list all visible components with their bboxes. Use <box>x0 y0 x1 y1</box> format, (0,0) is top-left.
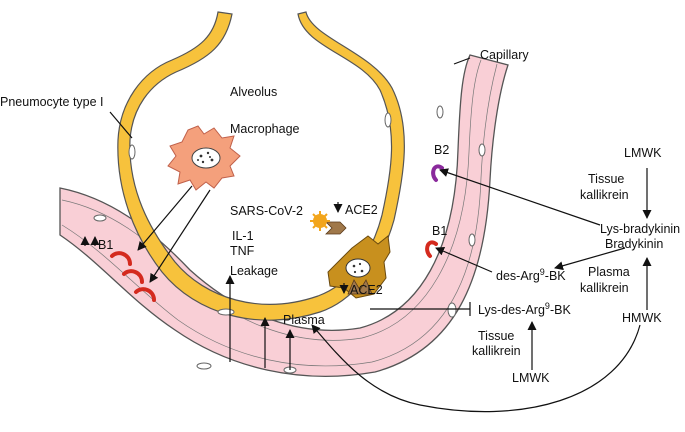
label-b1-right: B1 <box>432 224 447 238</box>
label-tissue-kallikrein-bottom-2: kallikrein <box>472 344 521 358</box>
infected-cell-chromatin <box>352 262 364 274</box>
desargbk-to-b1-arrow <box>435 247 493 273</box>
b2-receptor <box>431 164 444 182</box>
label-il1: IL-1 <box>232 229 254 243</box>
label-hmwk: HMWK <box>622 311 662 325</box>
label-capillary: Capillary <box>480 48 529 62</box>
ace2-receptor-bottom <box>347 279 373 295</box>
pneumocyte-pointer <box>109 111 133 139</box>
b1-receptors-left <box>110 251 156 302</box>
label-lmwk-bottom: LMWK <box>512 371 550 385</box>
label-plasma-kallikrein-1: Plasma <box>588 265 630 279</box>
endothelial-nuclei <box>93 105 486 374</box>
label-leakage: Leakage <box>230 264 278 278</box>
label-pneumocyte: Pneumocyte type I <box>0 95 104 109</box>
label-plasma-kallikrein-2: kallikrein <box>580 281 629 295</box>
label-tnf: TNF <box>230 244 255 258</box>
sars-cov-2-virus <box>310 211 330 231</box>
hmwk-to-plasma-curve <box>311 324 641 413</box>
capillary-inner-line-2 <box>61 63 498 367</box>
b1-receptor-right <box>425 240 438 258</box>
alveolar-wall <box>117 11 405 321</box>
macrophage-chromatin <box>197 151 214 164</box>
infected-cell-nucleus <box>345 258 371 278</box>
label-ace2-bottom: ACE2 <box>350 283 383 297</box>
label-ace2-top: ACE2 <box>345 203 378 217</box>
macrophage-nucleus <box>191 147 221 169</box>
macrophage-to-b1-arrow-2 <box>149 189 211 283</box>
label-plasma: Plasma <box>283 313 325 327</box>
label-alveolus: Alveolus <box>230 85 277 99</box>
label-b1-left: B1 <box>98 238 113 252</box>
label-lmwk-top: LMWK <box>624 146 662 160</box>
label-des-arg-bk: des-Arg9-BK <box>496 267 566 283</box>
label-tissue-kallikrein-top-1: Tissue <box>588 172 624 186</box>
label-sarscov2: SARS-CoV-2 <box>230 204 303 218</box>
label-tissue-kallikrein-bottom-1: Tissue <box>478 329 514 343</box>
label-bradykinin: Bradykinin <box>605 237 663 251</box>
macrophage-to-b1-arrow-1 <box>137 185 193 251</box>
bradykinin-to-desargbk-arrow <box>554 247 626 271</box>
label-tissue-kallikrein-top-2: kallikrein <box>580 188 629 202</box>
label-lys-des-arg-bk: Lys-des-Arg9-BK <box>478 301 571 317</box>
label-lys-bradykinin: Lys-bradykinin <box>600 222 680 236</box>
capillary-pointer <box>453 57 471 65</box>
ace2-receptor-top <box>325 221 347 235</box>
bradykinin-to-b2-arrow <box>439 168 601 226</box>
label-b2: B2 <box>434 143 449 157</box>
label-macrophage: Macrophage <box>230 122 300 136</box>
